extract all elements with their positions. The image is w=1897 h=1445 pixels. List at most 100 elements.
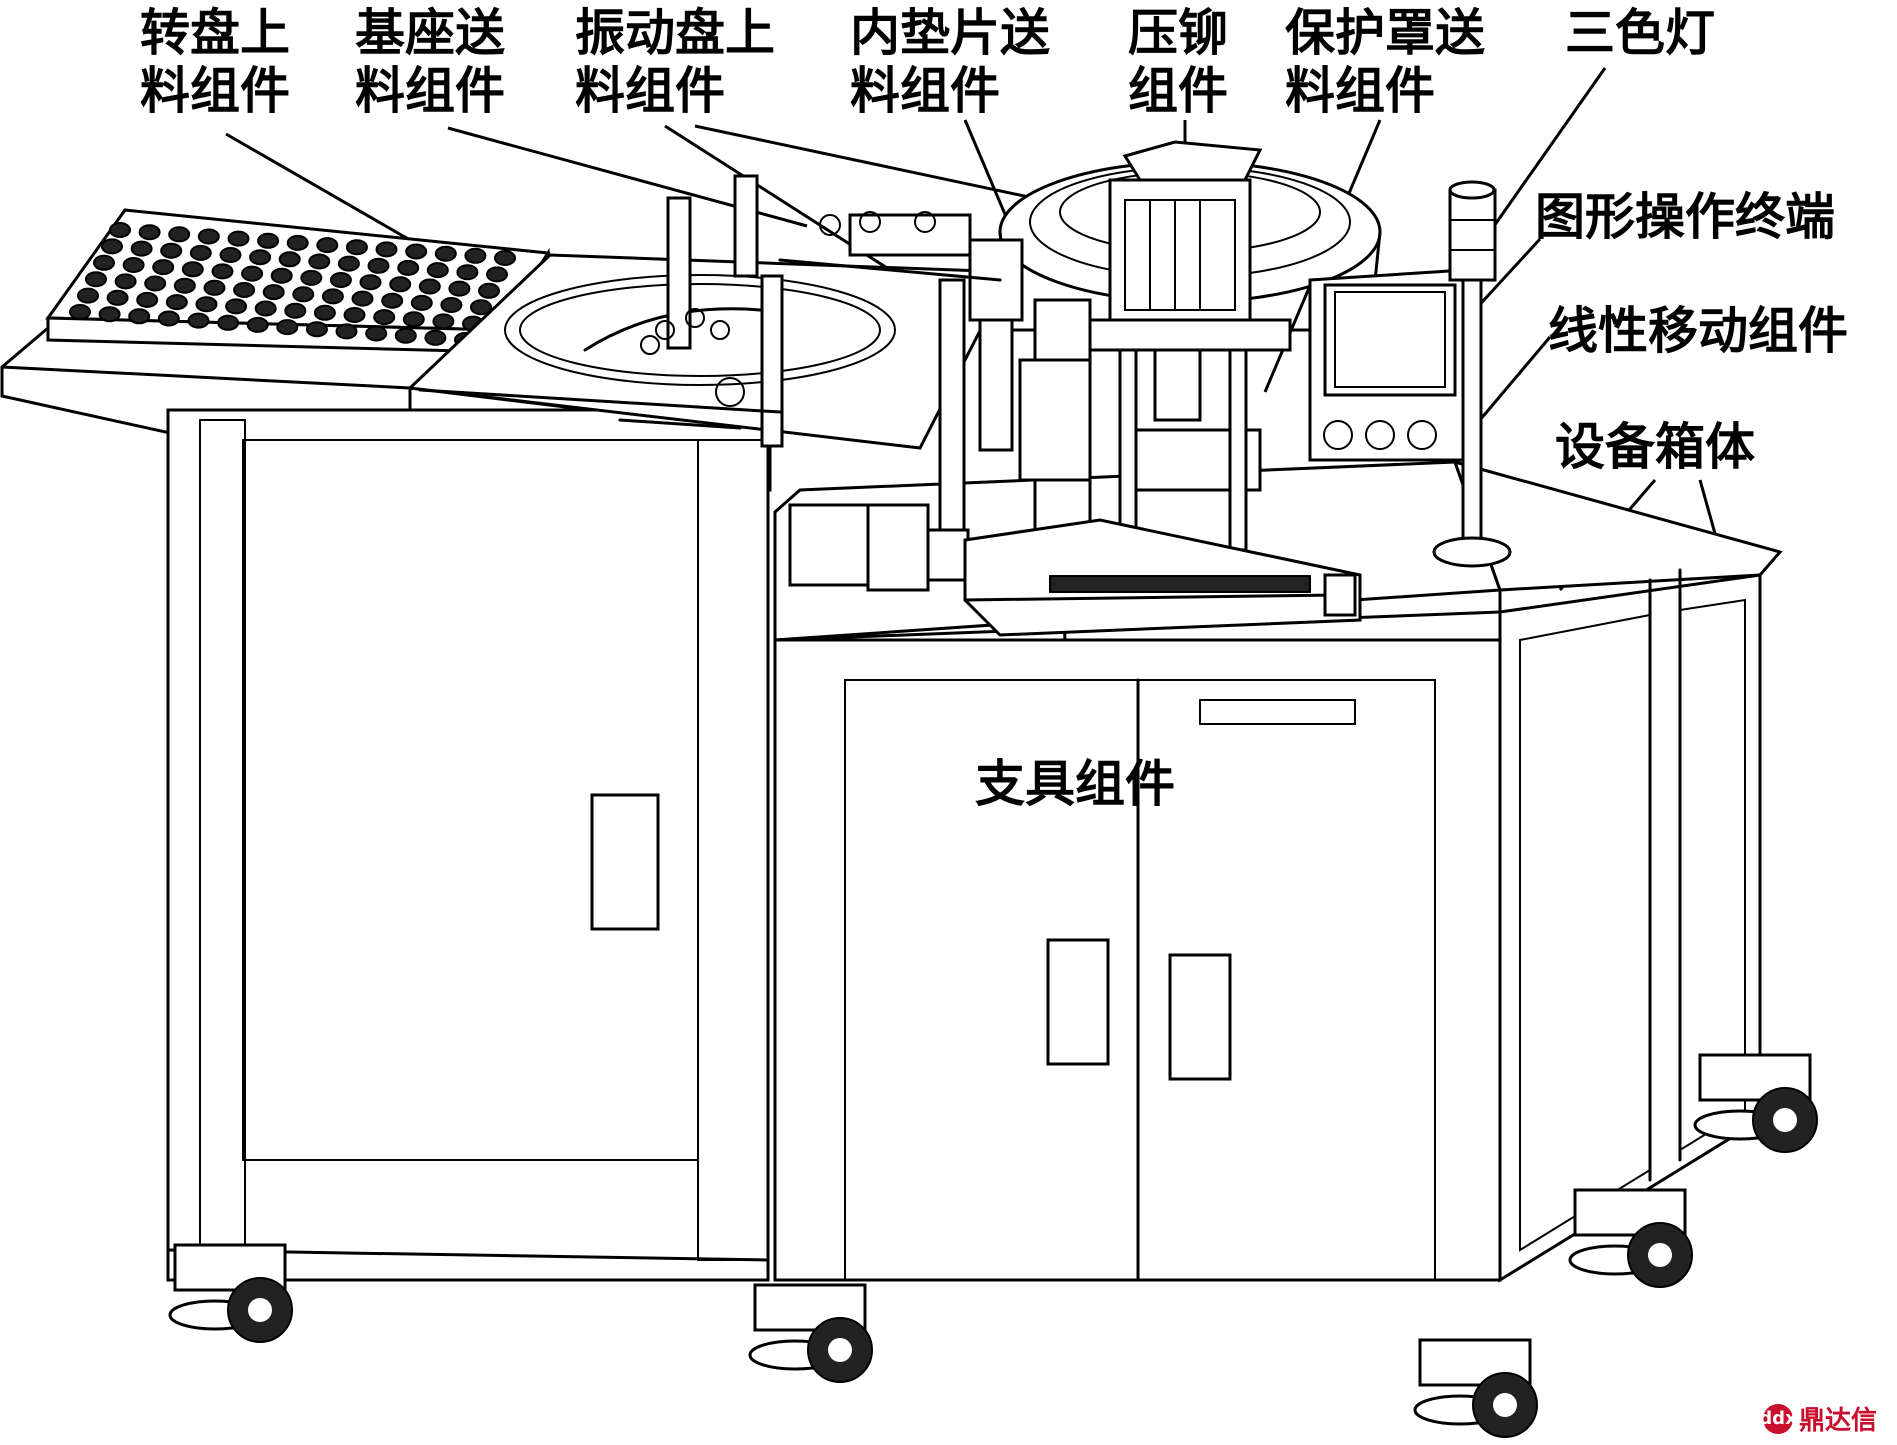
tray-hole [426, 262, 449, 279]
leader-inner-gasket [963, 119, 1012, 227]
tray-hole [106, 289, 129, 306]
tray-hole [270, 267, 293, 284]
tray-hole [456, 264, 479, 281]
tray-hole [478, 282, 500, 299]
tray-hole [494, 250, 516, 266]
tray-hole [292, 286, 315, 303]
tray-hole [359, 274, 382, 291]
tray-hole [286, 234, 309, 251]
tray-hole [276, 319, 299, 336]
tray-hole [241, 265, 264, 282]
callout-line: 料组件 [575, 62, 725, 120]
tray-hole [262, 284, 285, 301]
tray-hole [203, 279, 226, 296]
tray-hole [138, 224, 161, 241]
tray-hole [181, 261, 204, 278]
tray-hole [329, 272, 352, 288]
tray-hole [165, 294, 188, 311]
tray-hole [351, 290, 374, 307]
operation-terminal [1308, 268, 1482, 462]
tray-hole [257, 232, 280, 249]
tray-hole [345, 239, 368, 256]
tray-hole [109, 222, 131, 238]
tray-hole [152, 259, 175, 276]
tray-hole [367, 257, 390, 274]
leader-vibratory-bowl-b [694, 124, 1091, 212]
tray-hole [217, 314, 240, 331]
tray-hole [470, 299, 492, 316]
tray-hole [85, 271, 107, 288]
callout-inner-gasket-feeding: 内垫片送 料组件 [850, 4, 1050, 120]
tray-hole [343, 307, 366, 323]
tray-hole [410, 294, 433, 311]
callout-line: 料组件 [1285, 62, 1435, 120]
tray-hole [486, 266, 508, 283]
tray-hole [69, 304, 91, 320]
tray-hole [157, 310, 180, 327]
callout-tri-color-lamp: 三色灯 [1565, 4, 1715, 62]
left-cabinet [0, 326, 772, 1282]
tray-hole [98, 306, 121, 323]
tray-hole [316, 237, 339, 254]
tray-hole [300, 269, 323, 286]
callout-line: 支具组件 [975, 755, 1175, 813]
callout-line: 基座送 [355, 4, 505, 62]
tray-hole [373, 309, 396, 326]
tray-hole [168, 226, 191, 243]
tray-hole [160, 242, 183, 259]
callout-line: 设备箱体 [1555, 418, 1755, 476]
callout-turntable-feeding: 转盘上 料组件 [140, 4, 290, 120]
tray-hole [365, 325, 388, 342]
callout-line: 内垫片送 [850, 4, 1050, 62]
callout-line: 压铆 [1128, 4, 1228, 62]
tray-hole [335, 323, 358, 340]
tray-hole [114, 273, 137, 290]
tray-hole [313, 304, 336, 321]
tray-hole [418, 278, 441, 295]
callout-line: 转盘上 [140, 4, 290, 62]
feeding-mechanisms [778, 211, 1092, 592]
tray-hole [227, 230, 250, 247]
tray-hole [321, 288, 344, 305]
callout-line: 料组件 [850, 62, 1000, 120]
tray-hole [405, 243, 428, 260]
callout-line: 线性移动组件 [1548, 302, 1848, 360]
tray-hole [225, 298, 248, 315]
tray-hole [219, 247, 242, 263]
callout-protective-cover-feeding: 保护罩送 料组件 [1285, 4, 1485, 120]
tray-hole [424, 329, 447, 346]
tray-hole [187, 312, 210, 329]
tray-hole [173, 277, 196, 294]
callout-line: 料组件 [140, 62, 290, 120]
callout-press-riveting: 压铆 组件 [1128, 4, 1228, 120]
tray-hole [448, 280, 471, 297]
tray-hole [464, 247, 487, 264]
tray-hole [440, 297, 463, 313]
callout-line: 图形操作终端 [1535, 188, 1835, 246]
turntable-deck [406, 174, 1013, 450]
linear-rail [963, 518, 1362, 637]
callout-graphic-operation-terminal: 图形操作终端 [1535, 188, 1835, 246]
press-riveting-assembly [1033, 140, 1292, 552]
callout-line: 三色灯 [1565, 4, 1715, 62]
callout-line: 保护罩送 [1285, 4, 1485, 62]
tray-hole [308, 253, 331, 270]
tray-hole [397, 259, 420, 276]
tray-hole [93, 254, 115, 271]
tray-hole [144, 275, 167, 292]
caster-wheel [168, 1243, 293, 1343]
caster-wheel [748, 1283, 873, 1383]
tray-hole [246, 316, 269, 333]
tray-hole [337, 255, 360, 272]
tray-hole [189, 244, 212, 261]
tray-hole [130, 240, 153, 257]
callout-base-feeding: 基座送 料组件 [355, 4, 505, 120]
tray-hole [122, 257, 145, 273]
tray-hole [278, 251, 301, 268]
tray-hole [305, 321, 328, 338]
tray-hole [381, 292, 404, 309]
caster-wheel [1413, 1338, 1538, 1438]
leader-tri-color-lamp [1478, 67, 1607, 247]
